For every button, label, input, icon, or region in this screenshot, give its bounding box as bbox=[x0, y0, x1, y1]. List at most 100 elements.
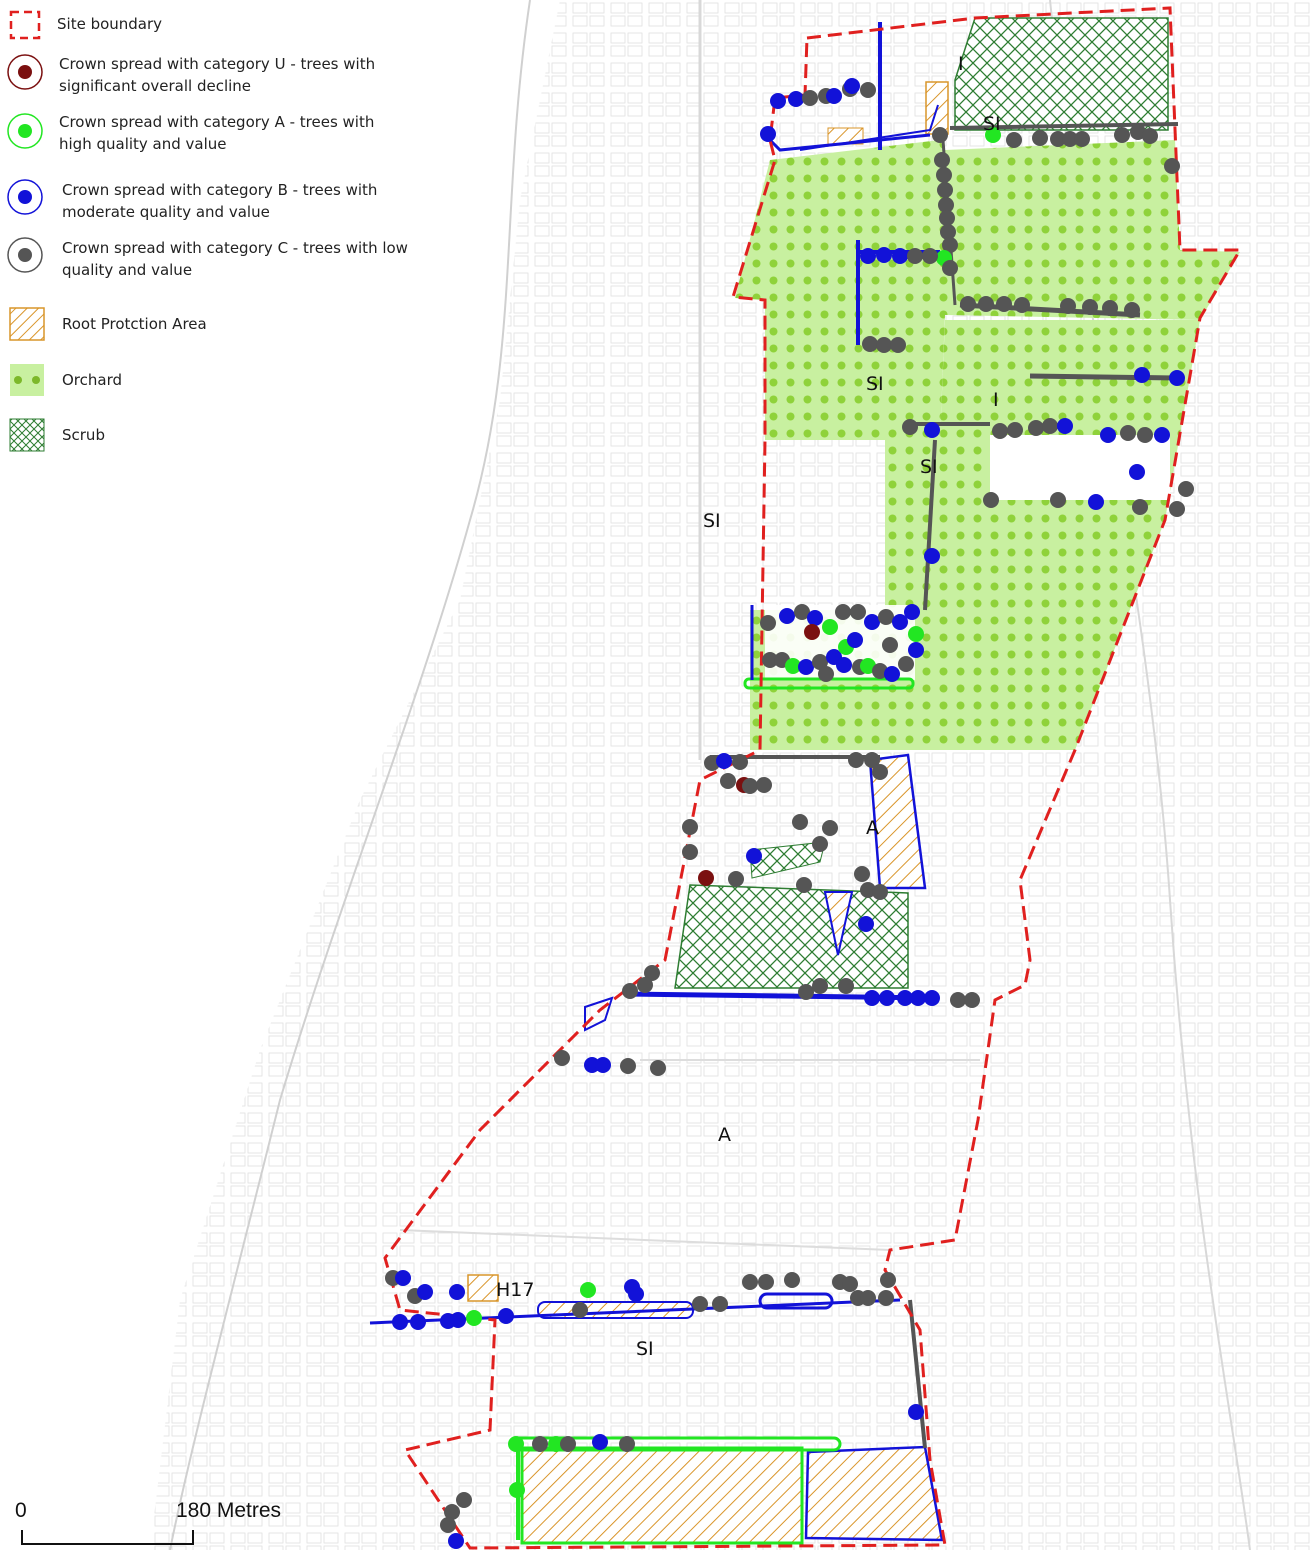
scrub-areas bbox=[674, 17, 1169, 989]
tree-category-b bbox=[826, 88, 842, 104]
tree-category-c bbox=[922, 248, 938, 264]
tree-category-c bbox=[939, 210, 955, 226]
tree-category-b bbox=[760, 126, 776, 142]
orchard-north bbox=[735, 140, 1240, 440]
label-i-top: I bbox=[958, 53, 964, 75]
tree-category-b bbox=[450, 1312, 466, 1328]
tree-category-c bbox=[1132, 499, 1148, 515]
tree-category-c bbox=[996, 296, 1012, 312]
tree-category-b bbox=[924, 990, 940, 1006]
tree-category-c bbox=[822, 820, 838, 836]
tree-category-c bbox=[622, 983, 638, 999]
tree-category-c bbox=[872, 663, 888, 679]
tree-category-c bbox=[1137, 427, 1153, 443]
tree-category-c bbox=[760, 615, 776, 631]
tree-category-c bbox=[1062, 131, 1078, 147]
tree-category-c bbox=[898, 656, 914, 672]
tree-category-c bbox=[742, 778, 758, 794]
tree-category-c bbox=[619, 1436, 635, 1452]
tree-category-b bbox=[876, 247, 892, 263]
tree-category-c bbox=[794, 604, 810, 620]
tree-category-c bbox=[1032, 130, 1048, 146]
tree-category-c bbox=[692, 1296, 708, 1312]
orchard-swatch-icon bbox=[10, 364, 44, 396]
tree-category-c bbox=[1120, 425, 1136, 441]
tree-category-c bbox=[890, 337, 906, 353]
scrub-mid bbox=[674, 884, 909, 989]
tree-category-b bbox=[844, 78, 860, 94]
crosshatch-green-icon bbox=[9, 418, 45, 452]
tree-category-c bbox=[1028, 420, 1044, 436]
legend-label-cat-b: Crown spread with category B - trees wit… bbox=[62, 181, 378, 221]
site-boundary bbox=[383, 6, 1243, 1550]
label-si-top: SI bbox=[983, 113, 1001, 135]
tree-category-c bbox=[554, 1050, 570, 1066]
tree-category-c bbox=[934, 152, 950, 168]
tree-category-c bbox=[854, 866, 870, 882]
tree-category-b bbox=[417, 1284, 433, 1300]
tree-category-b bbox=[858, 916, 874, 932]
tree-category-c bbox=[850, 604, 866, 620]
tree-category-b bbox=[1057, 418, 1073, 434]
tree-category-b bbox=[847, 632, 863, 648]
tree-cat-u-icon bbox=[7, 54, 43, 90]
tree-category-c bbox=[878, 1290, 894, 1306]
tree-category-b bbox=[860, 248, 876, 264]
tree-category-b bbox=[897, 990, 913, 1006]
tree-category-b bbox=[884, 666, 900, 682]
tree-category-c bbox=[860, 882, 876, 898]
label-i-right: I bbox=[993, 389, 999, 411]
tree-category-b bbox=[892, 248, 908, 264]
tree-category-b bbox=[864, 990, 880, 1006]
tree-category-b bbox=[908, 1404, 924, 1420]
tree-category-c bbox=[812, 654, 828, 670]
tree-category-b bbox=[584, 1057, 600, 1073]
legend-label-site-boundary: Site boundary bbox=[57, 15, 163, 33]
tree-category-b bbox=[904, 604, 920, 620]
tree-category-c bbox=[936, 167, 952, 183]
rpa-scrub-triangle bbox=[823, 891, 854, 956]
tree-category-c bbox=[983, 492, 999, 508]
tree-category-c bbox=[872, 884, 888, 900]
tree-category-c bbox=[872, 764, 888, 780]
tree-category-u bbox=[698, 870, 714, 886]
tree-category-c bbox=[880, 1272, 896, 1288]
tree-category-c bbox=[1169, 501, 1185, 517]
tree-category-b bbox=[449, 1284, 465, 1300]
tree-category-b bbox=[788, 91, 804, 107]
tree-category-b bbox=[1100, 427, 1116, 443]
scale-bar: 0 180 Metres bbox=[15, 1499, 281, 1545]
label-si-orchard: SI bbox=[866, 373, 884, 395]
tree-category-c bbox=[1014, 297, 1030, 313]
tree-category-b bbox=[770, 93, 786, 109]
tree-category-c bbox=[818, 666, 834, 682]
tree-category-b bbox=[392, 1314, 408, 1330]
label-si-mid: SI bbox=[920, 456, 938, 478]
tree-category-c bbox=[620, 1058, 636, 1074]
tree-category-b bbox=[892, 614, 908, 630]
tree-category-c bbox=[940, 224, 956, 240]
scrub-small bbox=[749, 841, 826, 879]
tree-category-b bbox=[908, 642, 924, 658]
label-a-mid: A bbox=[866, 817, 879, 839]
tree-category-c bbox=[560, 1436, 576, 1452]
label-h17: H17 bbox=[496, 1279, 534, 1301]
tree-category-c bbox=[802, 90, 818, 106]
tree-category-b bbox=[395, 1270, 411, 1286]
tree-category-c bbox=[1142, 128, 1158, 144]
tree-category-c bbox=[1042, 418, 1058, 434]
tree-category-c bbox=[1074, 131, 1090, 147]
tree-category-a bbox=[908, 626, 924, 642]
tree-category-c bbox=[878, 609, 894, 625]
tree-category-b bbox=[924, 422, 940, 438]
tree-category-c bbox=[1082, 299, 1098, 315]
tree-category-c bbox=[1178, 481, 1194, 497]
tree-category-c bbox=[792, 814, 808, 830]
map-labels: I SI SI I SI SI A A H17 SI bbox=[496, 53, 1001, 1360]
tree-category-c bbox=[712, 1296, 728, 1312]
tree-category-c bbox=[942, 260, 958, 276]
tree-category-c bbox=[1164, 158, 1180, 174]
tree-category-c bbox=[798, 984, 814, 1000]
tree-category-b bbox=[1154, 427, 1170, 443]
